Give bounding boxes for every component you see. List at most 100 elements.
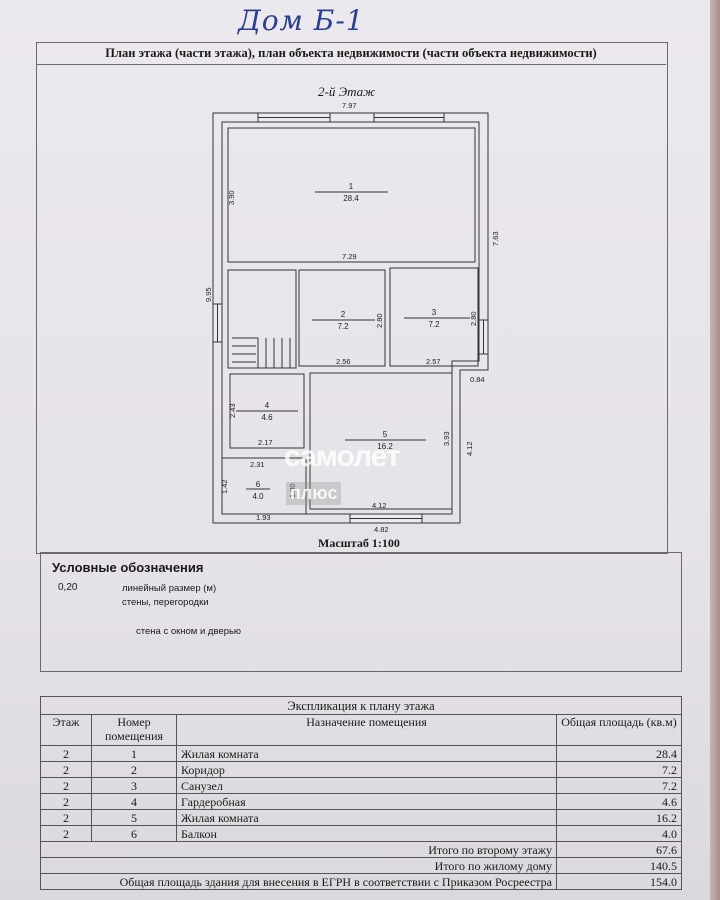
dim-right-outer: 7.63 [491, 231, 500, 246]
room-6-number: 6 [256, 480, 261, 489]
dim-top: 7.97 [342, 101, 357, 110]
dim-balcony-left: 1.42 [220, 479, 229, 494]
cell-floor: 2 [40, 745, 92, 762]
room-3-outline [389, 267, 479, 367]
dim-bottom-total: 4.82 [374, 525, 389, 534]
header-floor: Этаж [40, 714, 92, 746]
header-room-number: Номер помещения [91, 714, 177, 746]
dim-balcony-top: 2.31 [250, 460, 265, 469]
cell-room-number: 3 [91, 777, 177, 794]
cell-purpose: Балкон [176, 825, 557, 842]
total-row: Общая площадь здания для внесения в ЕГРН… [40, 873, 682, 890]
table-row: 2 2 Коридор 7.2 [40, 761, 682, 778]
cell-area: 4.6 [556, 793, 682, 810]
dim-room5-right: 3.93 [442, 431, 451, 446]
room-2-area: 7.2 [337, 322, 349, 331]
outer-wall-inner [221, 121, 480, 515]
cell-floor: 2 [40, 777, 92, 794]
dim-room3-bottom: 2.57 [426, 357, 441, 366]
cell-purpose: Жилая комната [176, 809, 557, 826]
total-value: 67.6 [556, 841, 682, 858]
dim-room2-bottom: 2.56 [336, 357, 351, 366]
window-marks [212, 112, 489, 524]
cell-room-number: 6 [91, 825, 177, 842]
balcony-outline [222, 457, 307, 514]
legend-walls-text: стены, перегородки [122, 597, 209, 608]
cell-floor: 2 [40, 809, 92, 826]
dim-room5-bottom: 4.12 [372, 501, 387, 510]
room-1-number: 1 [349, 182, 354, 191]
cell-room-number: 2 [91, 761, 177, 778]
dim-room4-left: 2.43 [228, 403, 237, 418]
table-row: 2 4 Гардеробная 4.6 [40, 793, 682, 810]
table-row: 2 3 Санузел 7.2 [40, 777, 682, 794]
room-4-area: 4.6 [261, 413, 273, 422]
room-2-outline [298, 269, 386, 367]
room-3-area: 7.2 [428, 320, 440, 329]
total-label: Общая площадь здания для внесения в ЕГРН… [40, 873, 557, 890]
legend-box [40, 552, 682, 672]
cell-area: 7.2 [556, 777, 682, 794]
total-row: Итого по жилому дому 140.5 [40, 857, 682, 874]
header-area: Общая площадь (кв.м) [556, 714, 682, 746]
room-6-area: 4.0 [252, 492, 264, 501]
room-3-number: 3 [432, 308, 437, 317]
cell-room-number: 5 [91, 809, 177, 826]
cell-area: 4.0 [556, 825, 682, 842]
dim-room4-bottom: 2.17 [258, 438, 273, 447]
plan-scale: Масштаб 1:100 [318, 536, 400, 550]
total-value: 140.5 [556, 857, 682, 874]
dim-step: 0.84 [470, 375, 485, 384]
room-4-number: 4 [265, 401, 270, 410]
legend-dim-text: линейный размер (м) [122, 583, 217, 594]
explication-table: Экспликация к плану этажа Этаж Номер пом… [40, 696, 682, 890]
explication-title: Экспликация к плану этажа [40, 696, 682, 715]
room-1-outline [227, 127, 476, 263]
cell-room-number: 4 [91, 793, 177, 810]
cell-floor: 2 [40, 825, 92, 842]
plan-header: План этажа (части этажа), план объекта н… [36, 42, 666, 65]
room-2-number: 2 [341, 310, 346, 319]
dim-left-upper: 3.90 [227, 190, 236, 205]
table-surface [710, 0, 720, 900]
cell-area: 28.4 [556, 745, 682, 762]
cell-room-number: 1 [91, 745, 177, 762]
room-5-outline [309, 372, 453, 510]
floor-plan-drawing: 7.97 3.90 7.63 7.29 9.95 2.80 2.80 2.56 … [204, 101, 500, 534]
table-row: 2 5 Жилая комната 16.2 [40, 809, 682, 826]
legend-title: Условные обозначения [52, 560, 204, 575]
stair-area [227, 269, 297, 369]
outer-wall [212, 112, 489, 524]
table-row: 2 1 Жилая комната 28.4 [40, 745, 682, 762]
dim-room1-bottom: 7.29 [342, 252, 357, 261]
dim-right-lower: 4.12 [465, 441, 474, 456]
room-4-outline [229, 373, 305, 449]
dim-left-total: 9.95 [204, 287, 213, 302]
floor-label: 2-й Этаж [318, 84, 376, 99]
cell-purpose: Гардеробная [176, 793, 557, 810]
watermark-logo: самолет [284, 440, 401, 473]
room-5-number: 5 [383, 430, 388, 439]
stair-steps [232, 337, 291, 368]
room-1-area: 28.4 [343, 194, 359, 203]
dim-balcony-right: 1.80 [288, 483, 297, 498]
watermark-logo-sub: плюс [286, 482, 342, 505]
dim-room2-right: 2.80 [375, 313, 384, 328]
cell-floor: 2 [40, 761, 92, 778]
total-row: Итого по второму этажу 67.6 [40, 841, 682, 858]
table-row: 2 6 Балкон 4.0 [40, 825, 682, 842]
cell-area: 16.2 [556, 809, 682, 826]
total-label: Итого по второму этажу [40, 841, 557, 858]
handwritten-note: Дом Б-1 [238, 4, 365, 37]
total-label: Итого по жилому дому [40, 857, 557, 874]
header-purpose: Назначение помещения [176, 714, 557, 746]
legend-dim-sample: 0,20 [58, 582, 78, 593]
room-5-area: 16.2 [377, 442, 393, 451]
cell-area: 7.2 [556, 761, 682, 778]
legend-window-text: стена с окном и дверью [136, 626, 242, 637]
dim-balcony-bottom: 1.93 [256, 513, 271, 522]
cell-floor: 2 [40, 793, 92, 810]
cell-purpose: Коридор [176, 761, 557, 778]
plan-frame [36, 42, 668, 554]
dim-room3-right: 2.80 [469, 311, 478, 326]
